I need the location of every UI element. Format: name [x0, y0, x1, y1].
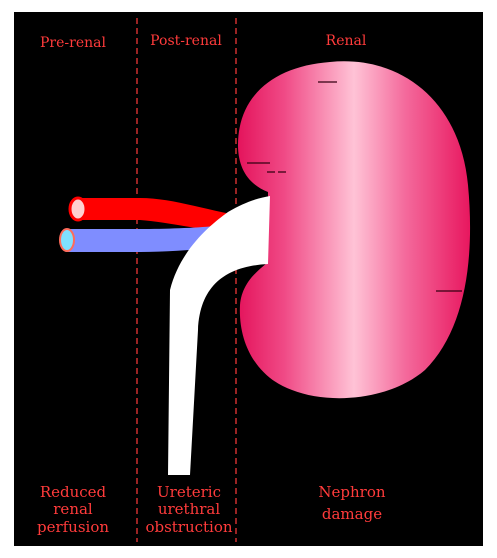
caption-pre-renal-line-3: perfusion — [37, 518, 109, 536]
renal-vein-lumen — [60, 229, 74, 251]
header-pre-renal: Pre-renal — [40, 35, 106, 51]
renal-artery-lumen — [70, 198, 86, 220]
caption-renal-line-1: Nephron — [318, 483, 385, 501]
caption-post-renal-line-1: Ureteric — [157, 483, 221, 501]
caption-pre-renal-line-2: renal — [53, 500, 93, 518]
header-renal: Renal — [326, 33, 367, 49]
caption-renal-line-2: damage — [322, 505, 382, 523]
header-post-renal: Post-renal — [150, 33, 222, 49]
kidney-icon — [238, 61, 470, 398]
caption-post-renal-line-3: obstruction — [145, 518, 232, 536]
caption-post-renal-line-2: urethral — [158, 500, 221, 518]
caption-pre-renal-line-1: Reduced — [40, 483, 107, 501]
